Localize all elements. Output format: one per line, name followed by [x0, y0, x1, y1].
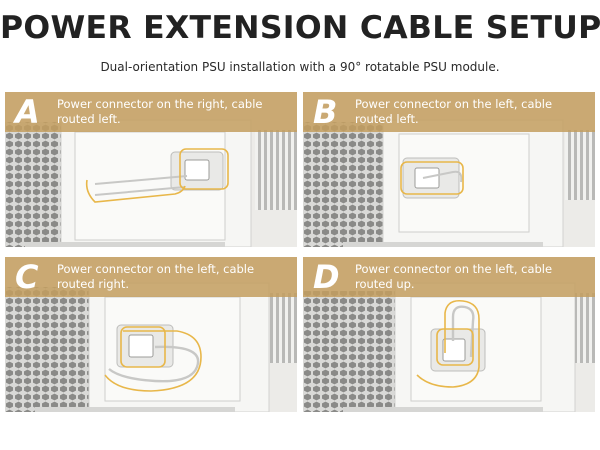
panel-a-caption: Power connector on the right, cable rout… — [57, 97, 263, 126]
panel-d-banner — [303, 257, 595, 297]
panel-d: D Power connector on the left, cable rou… — [303, 257, 595, 412]
panel-d-caption: Power connector on the left, cable route… — [355, 262, 553, 291]
panel-b-banner — [303, 92, 595, 132]
page-title: POWER EXTENSION CABLE SETUP — [0, 10, 600, 46]
panel-a-letter: A — [15, 93, 40, 131]
panel-a-banner — [5, 92, 297, 132]
panel-d-letter: D — [313, 258, 340, 296]
panel-c-caption: Power connector on the left, cable route… — [57, 262, 255, 291]
page-subtitle: Dual-orientation PSU installation with a… — [100, 60, 500, 74]
panel-b-letter: B — [313, 93, 338, 131]
panel-a: A Power connector on the right, cable ro… — [5, 92, 297, 247]
panel-c-letter: C — [15, 258, 39, 296]
panel-b-caption: Power connector on the left, cable route… — [355, 97, 553, 126]
panel-c: C Power connector on the left, cable rou… — [5, 257, 297, 412]
panel-c-banner — [5, 257, 297, 297]
panel-b: B Power connector on the left, cable rou… — [303, 92, 595, 247]
